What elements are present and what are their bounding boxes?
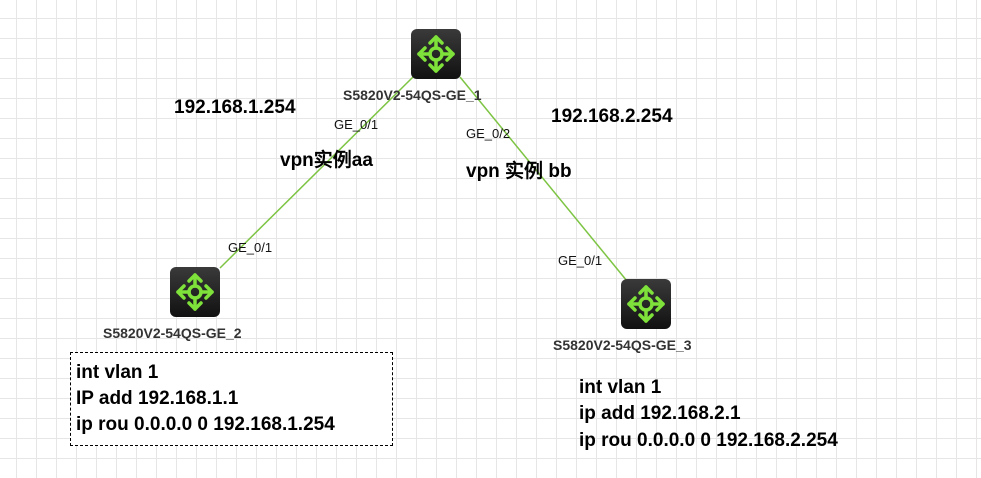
port-label: GE_0/1 (558, 253, 603, 268)
link-1-3[interactable] (459, 76, 628, 282)
config-box-left: int vlan 1 IP add 192.168.1.1 ip rou 0.0… (70, 352, 393, 446)
switch-2[interactable] (170, 267, 220, 317)
port-label: GE_0/1 (228, 240, 273, 255)
config-line: ip add 192.168.2.1 (579, 403, 741, 424)
device-label: S5820V2-54QS-GE_1 (343, 87, 482, 103)
config-line: ip rou 0.0.0.0 0 192.168.1.254 (76, 414, 335, 435)
switch-icon (417, 35, 455, 73)
config-line: IP add 192.168.1.1 (76, 388, 239, 409)
switch-icon (627, 285, 665, 323)
port-label: GE_0/2 (466, 126, 511, 141)
device-label: S5820V2-54QS-GE_3 (553, 337, 692, 353)
ip-annotation: 192.168.1.254 (174, 97, 296, 118)
config-line: int vlan 1 (579, 377, 662, 398)
switch-icon (176, 273, 214, 311)
device-label: S5820V2-54QS-GE_2 (103, 325, 242, 341)
switch-1[interactable] (411, 29, 461, 79)
port-label: GE_0/1 (334, 117, 379, 132)
switch-3[interactable] (621, 279, 671, 329)
config-line: ip rou 0.0.0.0 0 192.168.2.254 (579, 430, 838, 451)
link-1-2[interactable] (219, 76, 414, 269)
vpn-annotation: vpn实例aa (280, 150, 373, 171)
ip-annotation: 192.168.2.254 (551, 106, 673, 127)
vpn-annotation: vpn 实例 bb (466, 161, 572, 182)
config-line: int vlan 1 (76, 362, 159, 383)
